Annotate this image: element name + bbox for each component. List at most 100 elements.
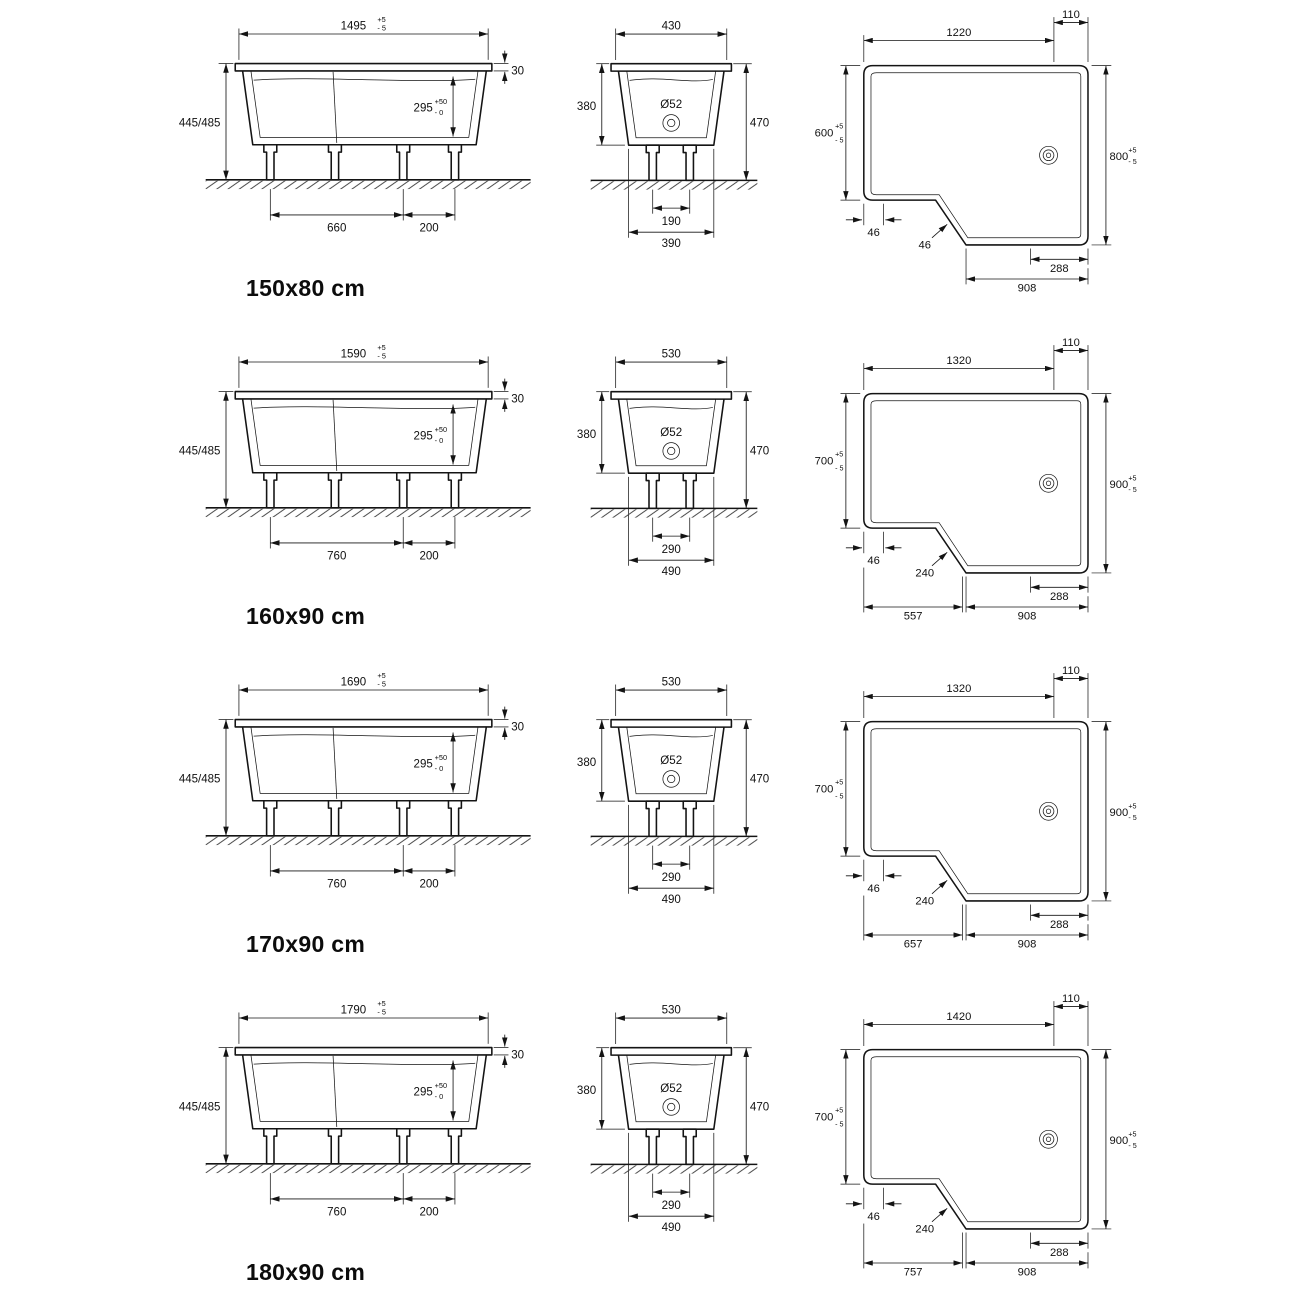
dim-bottom-left-group: 557 xyxy=(863,567,963,623)
dim-inset: 46 xyxy=(867,1211,879,1223)
drain-symbol-inner xyxy=(667,1102,676,1112)
dim-side-tol-plus: +5 xyxy=(377,343,385,352)
dim-side-tol-minus: - 5 xyxy=(377,351,386,360)
tub-contour-line xyxy=(629,734,713,738)
ground-hatch xyxy=(205,836,531,846)
dim-plan-left-tol-minus: - 5 xyxy=(835,137,843,145)
ground-hatch xyxy=(205,508,531,518)
dim-side-tol-minus: - 5 xyxy=(377,1007,386,1016)
dim-plan-right-tol-minus: - 5 xyxy=(1128,1142,1136,1150)
dim-drain: Ø52 xyxy=(660,755,682,767)
ground-hatch xyxy=(590,1165,758,1174)
dim-drain: Ø52 xyxy=(660,99,682,111)
drain-symbol xyxy=(1039,801,1058,821)
tub-seam-line xyxy=(332,71,338,143)
tub-body xyxy=(617,399,725,474)
tub-rim xyxy=(610,718,733,728)
size-label: 160x90 cm xyxy=(246,603,366,629)
dim-feet-a: 660 xyxy=(327,223,346,235)
tub-seam-line xyxy=(332,727,338,799)
dim-feet: 290 xyxy=(662,1200,681,1212)
dimension-lines xyxy=(218,356,509,549)
row-1: 1495 +5 - 5 30 445/485 295 +50 - 0 660 2… xyxy=(0,0,1315,328)
dim-bottom-left: 657 xyxy=(904,939,923,951)
tub-rim xyxy=(234,718,493,728)
dim-height-right: 470 xyxy=(750,1102,769,1114)
dim-bottom-left-group: 657 xyxy=(863,895,963,951)
dim-depth: 295 xyxy=(414,431,433,443)
dim-feet-b: 200 xyxy=(419,551,438,563)
end-view: 530 Ø52 380 470 290 490 xyxy=(577,348,769,578)
dim-inset: 46 xyxy=(867,883,879,895)
side-view: 1590 +5 - 5 30 445/485 295 +50 - 0 760 2… xyxy=(179,343,531,563)
dim-plan-left-tol-minus: - 5 xyxy=(835,1121,843,1129)
plan-outline xyxy=(863,1048,1089,1230)
dim-drain: Ø52 xyxy=(660,1083,682,1095)
tub-feet xyxy=(263,799,463,837)
dim-height-left: 380 xyxy=(577,757,596,769)
row-2: 1590 +5 - 5 30 445/485 295 +50 - 0 760 2… xyxy=(0,328,1315,656)
dimension-lines xyxy=(218,1012,509,1205)
dim-shelf: 288 xyxy=(1050,1247,1069,1259)
tub-seam-line xyxy=(332,1055,338,1127)
dim-plan-left-tol-plus: +5 xyxy=(835,450,843,458)
dim-depth-tol-plus: +50 xyxy=(435,1081,448,1090)
plan-inner-outline xyxy=(870,400,1082,567)
dim-height: 445/485 xyxy=(179,773,221,785)
dimension-lines xyxy=(218,28,509,221)
dim-rim-thickness: 30 xyxy=(511,1050,524,1062)
dim-bottom-right: 908 xyxy=(1018,1267,1037,1279)
end-view: 530 Ø52 380 470 290 490 xyxy=(577,1004,769,1234)
end-view: 530 Ø52 380 470 290 490 xyxy=(577,676,769,906)
tub-inner-line xyxy=(250,398,479,466)
dim-plan-left-tol-minus: - 5 xyxy=(835,793,843,801)
top-view: 110 1320 700 +5 - 5 900 +5 - 5 46 240 28… xyxy=(815,666,1137,951)
dim-height-right: 470 xyxy=(750,118,769,130)
dim-end-width: 530 xyxy=(662,676,681,688)
tub-feet xyxy=(645,144,698,182)
dim-corner: 110 xyxy=(1062,994,1080,1005)
dimension-lines xyxy=(596,684,752,894)
tub-rim xyxy=(610,390,733,400)
dim-plan-right: 800 xyxy=(1110,151,1129,163)
drain-symbol-inner xyxy=(1045,808,1052,814)
plan-outline xyxy=(863,392,1089,574)
dim-plan-left: 700 xyxy=(815,1111,834,1123)
tub-rim xyxy=(610,1046,733,1056)
dim-rim-thickness: 30 xyxy=(511,722,524,734)
tub-inner-line xyxy=(250,726,479,794)
drain-symbol xyxy=(662,1098,680,1116)
dimension-lines xyxy=(218,684,509,877)
dim-plan-length: 1320 xyxy=(946,355,971,367)
dim-height: 445/485 xyxy=(179,445,221,457)
tub-body xyxy=(617,727,725,802)
tub-inner-line xyxy=(626,71,717,139)
tub-body xyxy=(241,398,488,474)
dim-depth-tol-minus: - 0 xyxy=(435,436,444,445)
top-view: 110 1220 600 +5 - 5 800 +5 - 5 46 46 288… xyxy=(815,10,1137,295)
drain-symbol xyxy=(662,770,680,788)
ground-hatch xyxy=(590,181,758,190)
tub-contour-line xyxy=(253,734,476,738)
drain-symbol-inner xyxy=(1045,152,1052,158)
ground-hatch xyxy=(590,837,758,846)
dim-rim-thickness: 30 xyxy=(511,66,524,78)
drain-symbol xyxy=(662,442,680,460)
dim-drain: Ø52 xyxy=(660,427,682,439)
dim-shelf: 288 xyxy=(1050,591,1069,603)
dim-depth-tol-plus: +50 xyxy=(435,97,448,106)
dim-side-tol-plus: +5 xyxy=(377,999,385,1008)
dim-feet: 290 xyxy=(662,872,681,884)
dim-bottom-right: 908 xyxy=(1018,939,1037,951)
dim-feet-b: 200 xyxy=(419,1207,438,1219)
dim-plan-left-tol-plus: +5 xyxy=(835,778,843,786)
end-view: 430 Ø52 380 470 190 390 xyxy=(577,20,769,250)
dim-plan-right: 900 xyxy=(1110,479,1129,491)
dimension-lines xyxy=(840,1001,1112,1269)
top-view: 110 1420 700 +5 - 5 900 +5 - 5 46 240 28… xyxy=(815,994,1137,1279)
dim-side-tol-minus: - 5 xyxy=(377,679,386,688)
dim-side-length: 1690 xyxy=(341,676,367,688)
drain-symbol xyxy=(1039,145,1058,165)
dim-side-tol-plus: +5 xyxy=(377,671,385,680)
dim-end-width: 430 xyxy=(662,20,681,32)
